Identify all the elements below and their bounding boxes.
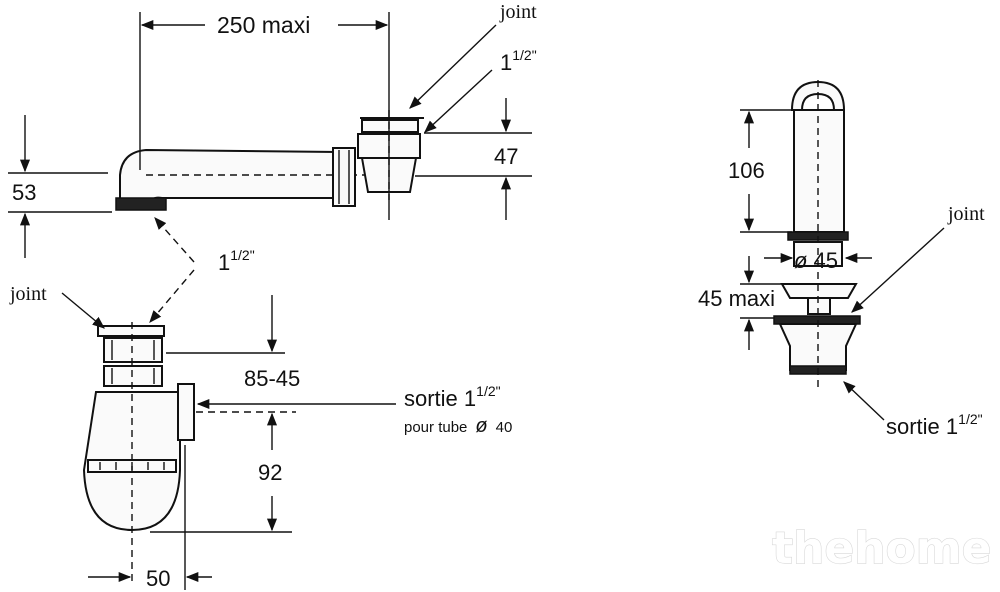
waste-valve-assembly [773,80,861,390]
size-top-label: 11/2" [500,47,537,75]
size-top-callout: 11/2" [424,47,537,133]
size-mid-label: 11/2" [218,247,255,275]
dim-45-maxi-label: 45 maxi [698,286,775,311]
dim-85-45-label: 85-45 [244,366,300,391]
dimension-106: 106 [728,109,794,233]
dim-92-label: 92 [258,460,282,485]
joint-left-label: joint [9,283,47,305]
dim-47-label: 47 [494,144,518,169]
bottle-trap-assembly [82,322,195,582]
dimension-92: 92 [150,411,296,533]
trap-top-nut [103,337,163,363]
trap-middle-nut [103,365,163,387]
dim-53-label: 53 [12,180,36,205]
valve-plug-disc [780,283,858,299]
overflow-tube [793,109,845,233]
sortie-right-callout: sortie 11/2" [843,381,983,439]
joint-left-callout: joint [9,283,105,329]
pipe-outlet-nut [115,197,167,211]
dimension-53: 53 [8,115,112,258]
sortie-left-label: sortie 11/2" [404,383,501,411]
sortie-right-label: sortie 11/2" [886,411,983,439]
dimension-50: 50 [88,445,212,591]
dimension-250: 250 maxi [139,12,390,220]
dim-50-label: 50 [146,566,170,591]
watermark-logo: thehome [772,523,991,574]
size-mid-callout: 11/2" [149,217,255,323]
valve-flange [773,315,861,325]
joint-right-callout: joint [851,203,985,313]
joint-top-label: joint [499,1,537,23]
dimension-85-45: 85-45 [166,295,300,391]
dim-250-label: 250 maxi [217,12,310,38]
pipe-nut [332,147,356,207]
dimension-47: 47 [415,98,532,220]
trap-top-ring [97,325,165,337]
pipe-elbow [119,148,339,206]
trap-outlet-spigot [177,383,195,441]
joint-right-label: joint [947,203,985,225]
horizontal-pipe-assembly [115,110,424,211]
dimension-45-maxi: 45 maxi [698,256,782,350]
dim-106-label: 106 [728,158,765,183]
joint-top-callout: joint [409,1,537,109]
